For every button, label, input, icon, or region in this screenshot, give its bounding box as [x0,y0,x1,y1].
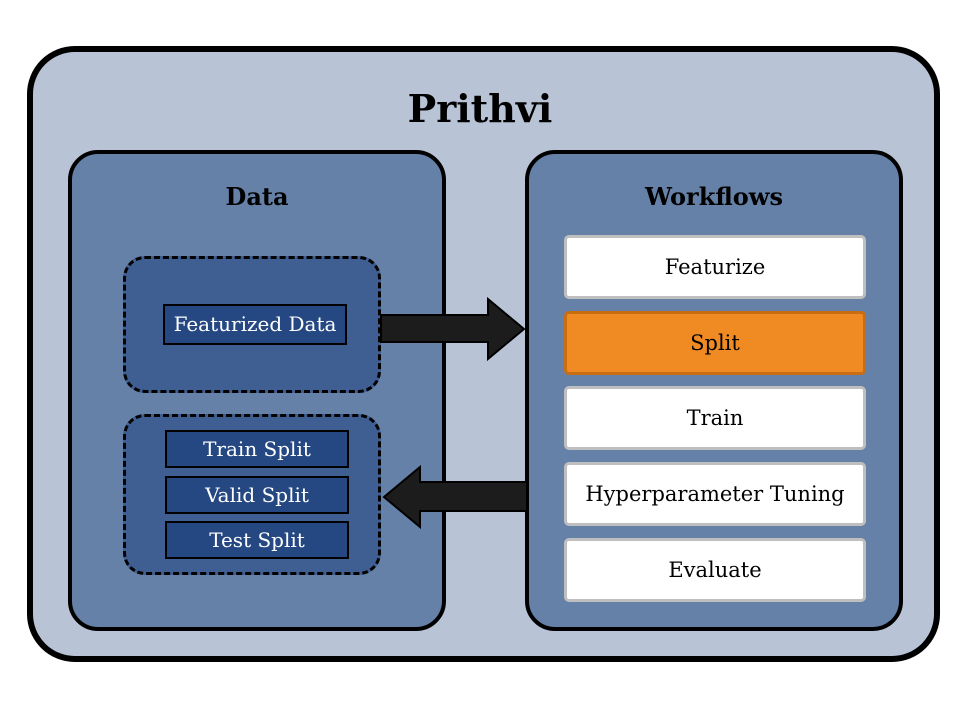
diagram-title: Prithvi [407,86,553,131]
workflow-step-train[interactable]: Train [564,386,866,450]
workflow-step-evaluate[interactable]: Evaluate [564,538,866,602]
featurized-data-chip: Featurized Data [163,304,347,345]
workflow-step-featurize[interactable]: Featurize [564,235,866,299]
valid-split-chip: Valid Split [165,476,349,514]
test-split-chip: Test Split [165,521,349,559]
arrow-left-icon [382,464,528,530]
workflow-step-hyperparameter-tuning[interactable]: Hyperparameter Tuning [564,462,866,526]
arrow-right-icon [380,296,526,362]
data-panel-title: Data [225,182,289,211]
train-split-chip: Train Split [165,430,349,468]
workflows-panel-title: Workflows [645,182,783,211]
workflow-step-split[interactable]: Split [564,311,866,375]
